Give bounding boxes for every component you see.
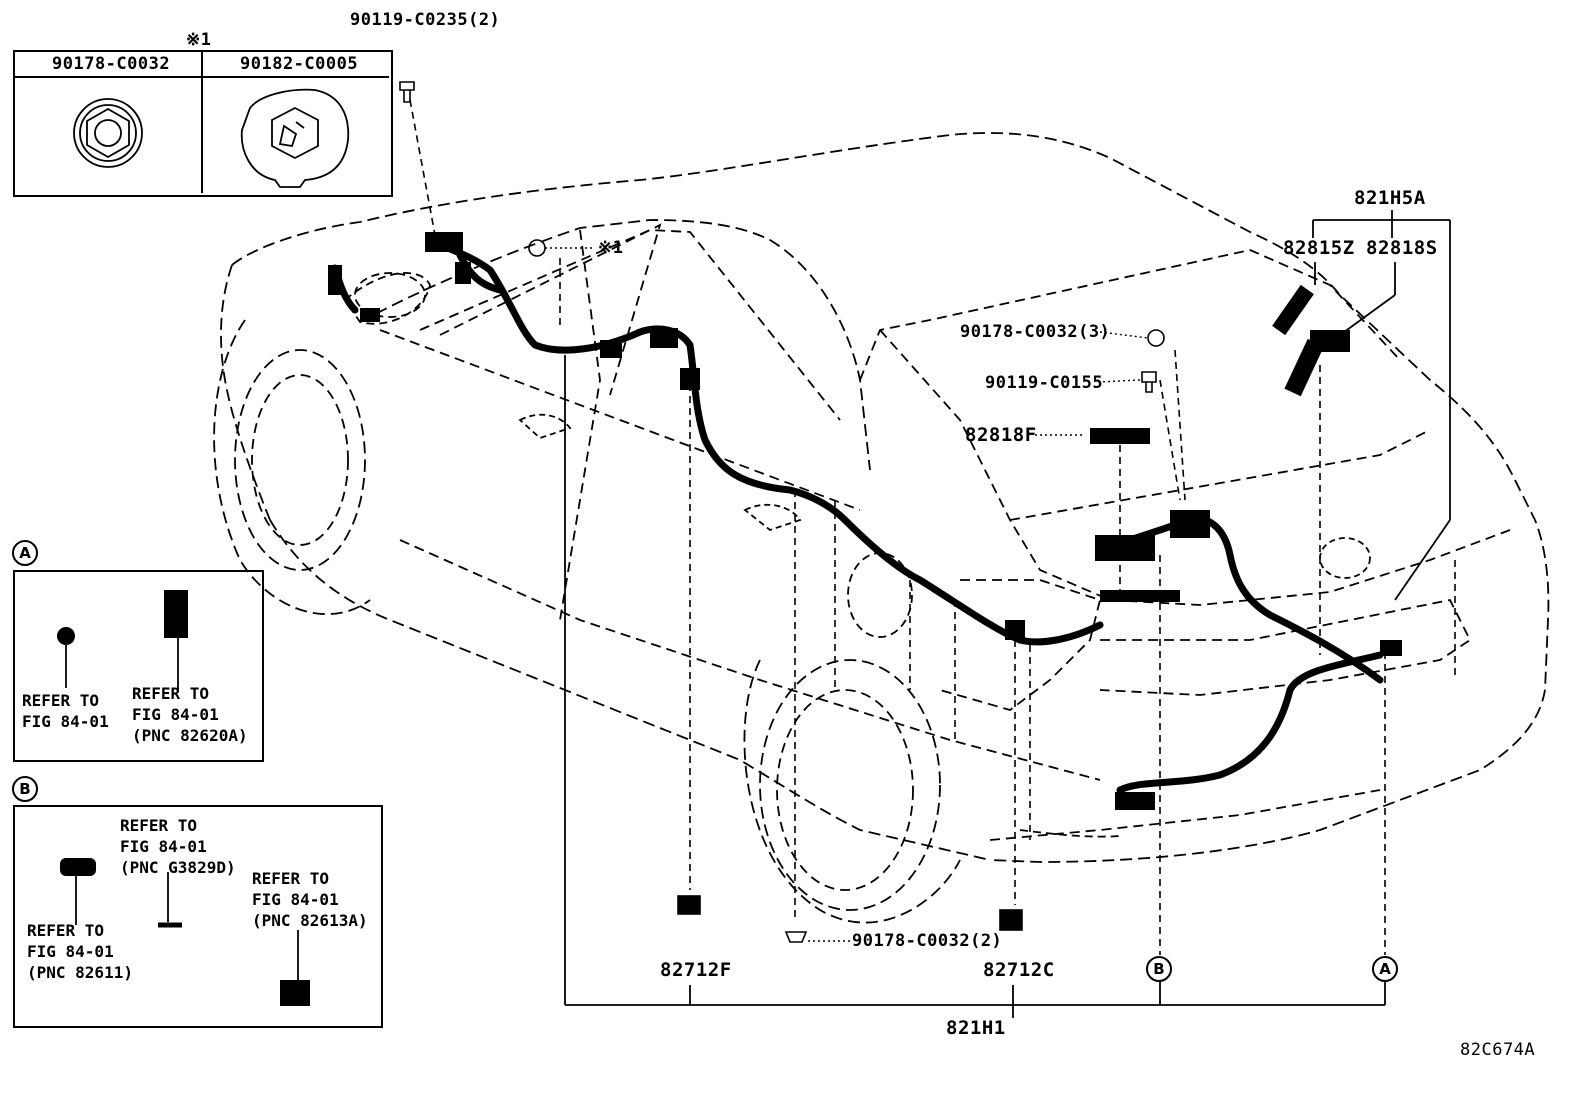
- detail-b-ref3-line1: REFER TO: [252, 869, 330, 888]
- detail-b-ref1-line1: REFER TO: [120, 816, 198, 835]
- harness-main: [331, 236, 1384, 794]
- detail-a-marker: A: [12, 540, 38, 566]
- callout-part-82818s: 82818S: [1366, 237, 1438, 259]
- detail-b-ref2-line1: REFER TO: [27, 921, 105, 940]
- fastener-symbols: [399, 81, 1165, 943]
- callout-nut-bottom: 90178-C0032(2): [852, 931, 1003, 951]
- detail-b-ref3-line3: (PNC 82613A): [252, 911, 368, 930]
- inset-divider: [201, 50, 203, 193]
- bracket-lines: [564, 210, 1451, 1018]
- detail-a-ref1-line1: REFER TO: [22, 691, 100, 710]
- inset-nut-drawings: [73, 88, 350, 188]
- callout-nut-top-marker: ※1: [598, 238, 624, 258]
- callout-part-82712c: 82712C: [983, 959, 1055, 981]
- callout-group-rear: 821H5A: [1354, 187, 1426, 209]
- harness-connectors: [328, 232, 1402, 810]
- detail-b-marker: B: [12, 776, 38, 802]
- detail-b-ref1-line3: (PNC G3829D): [120, 858, 236, 877]
- callout-dotted: [545, 247, 1149, 942]
- callout-part-82815z: 82815Z: [1283, 237, 1355, 259]
- detail-a-ref2-line3: (PNC 82620A): [132, 726, 248, 745]
- detail-b-box: [13, 805, 383, 1028]
- inset-col1-part: 90178-C0032: [52, 54, 171, 74]
- circle-marker-b: B: [1146, 956, 1172, 982]
- callout-main-harness: 821H1: [946, 1017, 1006, 1039]
- detail-a-ref2-line2: FIG 84-01: [132, 705, 219, 724]
- inset-table: [13, 50, 393, 197]
- figure-code: 82C674A: [1460, 1040, 1536, 1060]
- callout-bolt-top: 90119-C0235(2): [350, 10, 501, 30]
- circle-marker-a: A: [1372, 956, 1398, 982]
- inset-marker: ※1: [186, 30, 212, 50]
- detail-a-ref1-line2: FIG 84-01: [22, 712, 109, 731]
- leader-lines: [409, 99, 1456, 955]
- detail-a-ref2-line1: REFER TO: [132, 684, 210, 703]
- callout-part-82712f: 82712F: [660, 959, 732, 981]
- detail-b-ref3-line2: FIG 84-01: [252, 890, 339, 909]
- detail-a-box: [13, 570, 264, 762]
- detail-b-ref2-line3: (PNC 82611): [27, 963, 133, 982]
- inset-col2-part: 90182-C0005: [240, 54, 359, 74]
- detail-b-parts: [60, 858, 310, 1006]
- detail-b-ref2-line2: FIG 84-01: [27, 942, 114, 961]
- callout-nut-trunk: 90178-C0032(3): [960, 322, 1111, 342]
- detail-b-ref1-line2: FIG 84-01: [120, 837, 207, 856]
- detail-a-parts: [57, 590, 188, 690]
- callout-bracket-trunk: 82818F: [965, 424, 1037, 446]
- callout-bolt-trunk: 90119-C0155: [985, 373, 1104, 393]
